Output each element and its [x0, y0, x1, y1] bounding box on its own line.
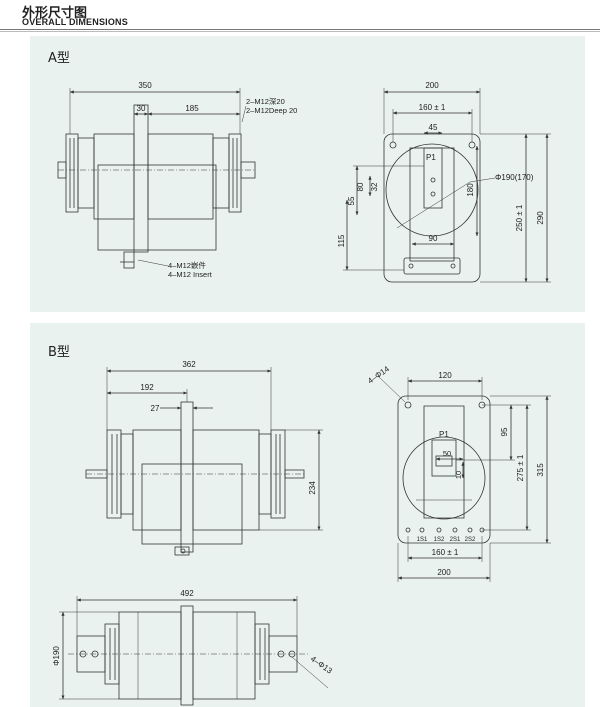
- a-dim-185: 185: [185, 104, 199, 113]
- a-dim-90: 90: [429, 234, 438, 243]
- b-core-block: [141, 463, 243, 545]
- a-insert-note-en: 4–M12 Insert: [168, 270, 213, 279]
- a-dim-32: 32: [370, 182, 379, 191]
- a-centre-plate: [133, 104, 149, 253]
- a-dim-45: 45: [429, 123, 438, 132]
- type-a-label: A型: [48, 51, 70, 66]
- type-b-label: B型: [48, 345, 70, 360]
- b-dim-10: 10: [454, 471, 463, 479]
- b-dim-362: 362: [182, 360, 196, 369]
- type-b-side-view: [85, 367, 323, 556]
- panel-type-b: [30, 323, 585, 707]
- a-dim-80: 80: [356, 182, 365, 191]
- a-dim-115: 115: [337, 234, 346, 247]
- page-header: 外形尺寸图 OVERALL DIMENSIONS: [0, 0, 600, 32]
- a-dim-55: 55: [347, 196, 356, 205]
- b-dim-dia-190: Φ190: [52, 646, 61, 666]
- b-dim-492: 492: [180, 589, 194, 598]
- a-thread-note-en: 2–M12Deep 20: [246, 106, 297, 115]
- a-dim-350: 350: [138, 81, 152, 90]
- b-top-centre-plate: [180, 605, 194, 706]
- header-title-en: OVERALL DIMENSIONS: [22, 17, 128, 27]
- b-base-plate: [397, 395, 491, 544]
- a-left-flange: [65, 133, 79, 213]
- b-centre-plate: [180, 401, 194, 553]
- b-core-circle: [402, 436, 486, 520]
- a-core-block: [97, 164, 217, 251]
- a-dim-250: 250 ± 1: [515, 204, 524, 231]
- a-dim-290: 290: [536, 211, 545, 225]
- b-terminal-p1-label: P1: [439, 430, 449, 439]
- b-dim-120: 120: [438, 371, 452, 380]
- a-dim-160: 160 ± 1: [419, 103, 446, 112]
- a-dim-30: 30: [137, 104, 146, 113]
- b-dim-27: 27: [151, 404, 160, 413]
- b-dim-192: 192: [140, 383, 154, 392]
- a-dim-200: 200: [425, 81, 439, 90]
- b-term-1s1: 1S1: [417, 537, 428, 543]
- b-dim-275: 275 ± 1: [516, 454, 525, 481]
- panel-type-a: [30, 36, 585, 312]
- b-term-2s1: 2S1: [450, 537, 461, 543]
- b-term-1s2: 1S2: [434, 537, 445, 543]
- a-dim-180: 180: [466, 183, 475, 197]
- a-terminal-p1: [423, 147, 443, 209]
- a-dim-dia: Φ190(170): [495, 173, 534, 182]
- b-top-hole-note: 4–Φ13: [309, 654, 334, 676]
- header-title-cn: 外形尺寸图: [22, 6, 88, 21]
- b-dim-234: 234: [308, 481, 317, 495]
- b-dim-50: 50: [443, 449, 451, 458]
- b-term-2s2: 2S2: [465, 537, 476, 543]
- type-b-top-view: [59, 596, 329, 706]
- header-rule: [0, 29, 600, 30]
- a-insert-note-cn: 4–M12嵌件: [168, 260, 206, 270]
- b-dim-160: 160 ± 1: [432, 548, 459, 557]
- b-dim-95: 95: [500, 427, 509, 436]
- a-terminal-p1-label: P1: [426, 153, 436, 162]
- b-hole-note: 4–Φ14: [366, 364, 391, 386]
- a-thread-note-cn: 2–M12深20: [246, 97, 285, 106]
- type-b-front-view: [377, 375, 551, 582]
- type-a-side-view: [57, 88, 256, 269]
- b-dim-315: 315: [536, 463, 545, 477]
- b-dim-200: 200: [437, 568, 451, 577]
- type-a-front-view: [343, 88, 551, 283]
- header-rule-thin: [0, 31, 600, 32]
